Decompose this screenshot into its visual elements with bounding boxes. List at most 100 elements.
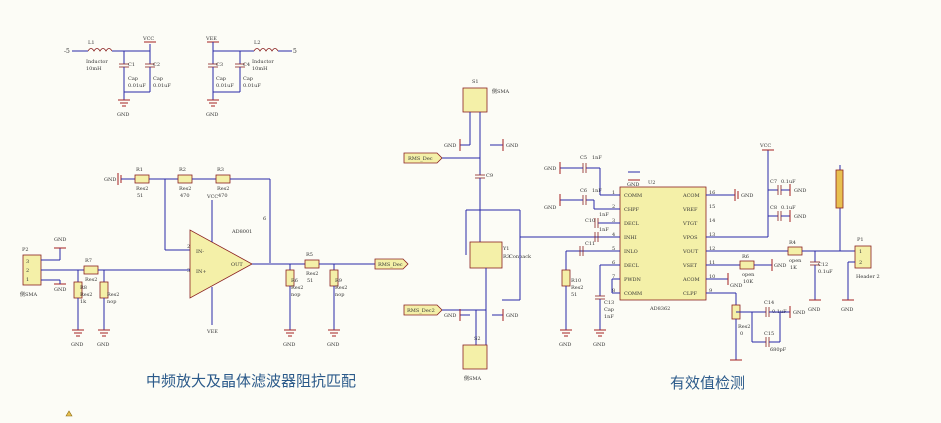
r1-type: Res2 [136, 186, 148, 192]
c15-value: 680pF [770, 347, 787, 353]
l2-type: Inductor [252, 59, 274, 65]
gnd-label-c7: GND [794, 188, 806, 194]
r10-value: 51 [571, 292, 577, 298]
pin-label-r16: ACOM [682, 193, 700, 199]
pin-num-r16: 16 [709, 190, 715, 196]
r8-ref: R8 [80, 285, 87, 291]
sma-pin3: 3 [26, 259, 29, 265]
ad8362-left-pins: COMM CHPF DECL INHI INLO DECL PWDN COMM … [612, 190, 642, 297]
c6-ref: C6 [580, 188, 587, 194]
gnd-label-u2-top: GND [627, 182, 639, 188]
r5-type: Res2 [306, 271, 318, 277]
opamp-vee: VEE [206, 329, 218, 335]
sma-in-label: 侧SMA [20, 291, 38, 298]
opamp-ad8001 [189, 229, 253, 299]
pin-label-r13: VPOS [682, 235, 698, 241]
pin3-label: 3 [187, 268, 190, 274]
pin-label-r15: VREF [682, 207, 698, 213]
s2-label: 侧SMA [464, 375, 482, 382]
c7-value: 0.1uF [781, 179, 796, 185]
r4-type: open [789, 258, 802, 264]
r8-type: Res2 [80, 292, 92, 298]
r2-ref: R2 [179, 167, 186, 173]
pin-num-l4: 4 [612, 232, 615, 238]
pin-num-r15: 15 [709, 204, 715, 210]
c13-value: 1nF [604, 314, 614, 320]
pin-num-l7: 7 [612, 274, 615, 280]
c3-value: 0.01uF [216, 83, 234, 89]
vcc-label-ad8362: VCC [759, 143, 771, 149]
r5-value: 51 [307, 278, 313, 284]
c12-ref: C12 [818, 262, 828, 268]
l1-value: 10mH [86, 66, 102, 72]
pin-num-l3: 3 [612, 218, 615, 224]
c10-ref: C10 [585, 218, 595, 224]
c8-ref: C8 [770, 205, 777, 211]
c8-value: 0.1uF [781, 205, 796, 211]
r1-value: 51 [137, 193, 143, 199]
net-rms-dec2-label: RMS_Dec2 [407, 308, 435, 314]
gnd-label-r9: GND [327, 342, 339, 348]
crystal-filter-body [469, 241, 503, 269]
r6-type: Res2 [291, 285, 303, 291]
section-title-amplifier: 中频放大及晶体滤波器阻抗匹配 [146, 372, 356, 390]
header-pin1: 1 [859, 249, 862, 255]
sma-s2 [462, 344, 488, 370]
l1-type: Inductor [86, 59, 108, 65]
c2-ref: C2 [153, 62, 160, 68]
ad8362-right-pins: ACOM VREF VTGT VPOS VOUT VSET ACOM CLPF … [682, 190, 715, 297]
sma-pin2: 2 [26, 268, 29, 274]
r8b-value: nop [107, 299, 116, 305]
gnd-label-acom: GND [741, 193, 753, 199]
crystal-y-type: Conpack [509, 254, 532, 260]
pin-label-l6: DECL [624, 263, 639, 269]
r7-type: Res2 [85, 277, 97, 283]
pin-num-l5: 5 [612, 246, 615, 252]
r3-resistor [215, 174, 231, 184]
c11-value: 1nF [599, 227, 609, 233]
opamp-part: AD8001 [231, 229, 252, 235]
opamp-in-pos: IN+ [196, 269, 207, 275]
r4-ref: R4 [789, 240, 796, 246]
net-rms-dec-crystal-label: RMS_Dec [408, 156, 433, 162]
pin-num-l6: 6 [612, 260, 615, 266]
gnd-label-c14: GND [793, 310, 805, 316]
ad8362-section: U2 AD8362 COMM CHPF DECL INHI INLO DECL … [520, 143, 880, 361]
neg5-label: -5 [64, 48, 70, 55]
net-rms-dec-amp-label: RMS_Dec [378, 262, 403, 268]
gnd-label-c5: GND [544, 166, 556, 172]
pin-label-r10: ACOM [682, 277, 700, 283]
r2-type: Res2 [179, 186, 191, 192]
l1-ref: L1 [88, 40, 95, 46]
c3-ref: C3 [216, 62, 223, 68]
r-gnd-value: 0 [740, 331, 743, 337]
amplifier-section: GND R1 Res2 51 R2 Res2 470 R3 Res2 470 2… [20, 167, 409, 348]
r8b-type: Res2 [107, 292, 119, 298]
r8-value: 1k [80, 299, 87, 305]
gnd-label-sma-bottom: GND [54, 287, 66, 293]
pin-num-r9: 9 [709, 288, 712, 294]
gnd-label-s2-left: GND [444, 313, 456, 319]
r9-ref: R9 [335, 278, 342, 284]
header-pin2: 2 [859, 260, 862, 266]
pos5-label: 5 [293, 48, 297, 55]
vcc-label-top-left: VCC [142, 36, 154, 42]
r3-value: 470 [218, 193, 228, 199]
r4-value: 1K [790, 265, 797, 271]
pin-num-r13: 13 [709, 232, 715, 238]
r-gnd-type: Res2 [738, 324, 750, 330]
c1-type: Cap [128, 76, 138, 82]
pin-num-r11: 11 [709, 260, 715, 266]
c1-value: 0.01uF [128, 83, 146, 89]
c5-value: 1nF [592, 155, 602, 161]
opamp-vcc: VCC [206, 194, 218, 200]
r1-ref: R1 [136, 167, 143, 173]
r10-resistor [561, 269, 571, 287]
gnd-label-c8: GND [794, 214, 806, 220]
opamp-out: OUT [231, 262, 243, 268]
pin6-label: 6 [263, 216, 266, 222]
l2-value: 10mH [252, 66, 268, 72]
pin-label-l2: CHPF [624, 207, 640, 213]
r9-value: nop [335, 292, 344, 298]
vee-label-top: VEE [205, 36, 217, 42]
